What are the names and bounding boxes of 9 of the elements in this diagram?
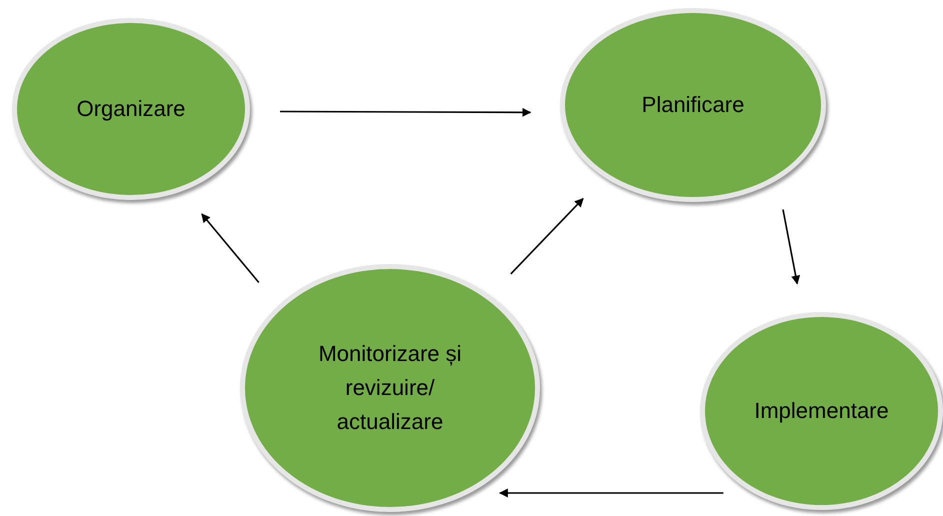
- arrow: [782, 209, 800, 285]
- node-label: Implementare: [754, 396, 889, 425]
- node-label: Monitorizare și revizuire/ actualizare: [317, 340, 463, 436]
- node-label: Planificare: [642, 90, 744, 119]
- node-label: Organizare: [76, 94, 186, 123]
- arrow: [498, 488, 724, 498]
- arrow: [510, 198, 584, 274]
- arrow: [201, 213, 260, 284]
- arrow: [280, 108, 532, 117]
